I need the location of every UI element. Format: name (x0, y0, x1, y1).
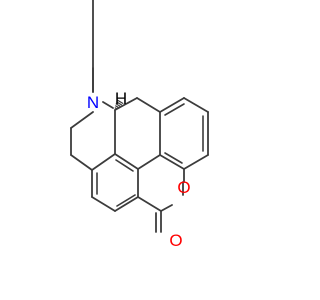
bond-aromatic (159, 97, 185, 113)
nitrogen-label: N (87, 93, 99, 112)
stereo-hydrogen-label: H (115, 89, 127, 108)
bond-ch2-biaryl (136, 97, 161, 113)
stereo-hash-bond (114, 99, 124, 110)
bond-aromatic (91, 153, 116, 171)
bond-aromatic (183, 97, 209, 113)
bond-aromatic-inner (164, 103, 185, 116)
hash-segment (115, 103, 121, 107)
bond-n-stereocenter (102, 101, 114, 109)
carbonyl-oxygen-label: O (169, 231, 182, 250)
bond-aromatic-inner (115, 159, 134, 172)
bond-n-ch2 (70, 111, 94, 129)
bond-aromatic (159, 154, 185, 170)
ring-oxygen-label: O (177, 178, 190, 197)
bond-aromatic (114, 153, 139, 170)
hash-segment (114, 107, 118, 110)
bond-aromatic (183, 154, 209, 170)
bond-layer (70, 0, 209, 233)
bond-aromatic (114, 196, 139, 212)
hash-segment (116, 99, 124, 105)
hash-segment (115, 101, 123, 106)
bond-lactone (160, 204, 173, 212)
bond-aromatic-inner (164, 152, 183, 164)
bond-biaryl (137, 154, 161, 170)
molecule-structure: N H O O (70, 0, 209, 250)
bond-aromatic-inner (116, 194, 136, 207)
bond-aromatic (91, 196, 116, 212)
bond-stereocenter-ch2 (114, 97, 138, 111)
bond-lactone (137, 196, 162, 212)
bond-ch2-aromatic (70, 154, 93, 171)
hash-segment (114, 105, 120, 109)
